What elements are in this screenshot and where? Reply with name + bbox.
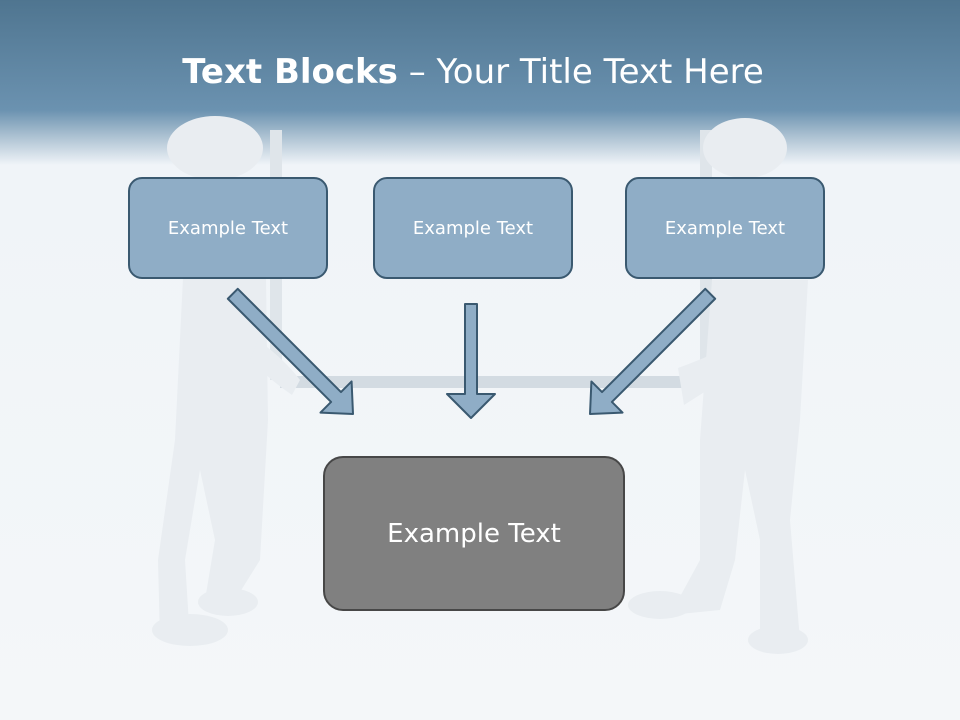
title-bold-part: Text Blocks: [182, 52, 398, 92]
target-text-block[interactable]: Example Text: [323, 456, 625, 611]
board-bottom-rail: [280, 376, 710, 388]
text-block-center-label: Example Text: [412, 217, 534, 239]
arrow-center-down: [446, 303, 496, 419]
text-block-right-label: Example Text: [664, 217, 786, 239]
text-block-left-label: Example Text: [167, 217, 289, 239]
text-block-left[interactable]: Example Text: [128, 177, 328, 279]
title-rest-part: Your Title Text Here: [436, 52, 764, 92]
left-figure: [152, 116, 300, 646]
text-block-right[interactable]: Example Text: [625, 177, 825, 279]
arrow-right-diagonal: [589, 287, 717, 415]
target-text-block-label: Example Text: [387, 518, 561, 549]
text-block-center[interactable]: Example Text: [373, 177, 573, 279]
right-figure: [628, 118, 808, 654]
arrow-left-diagonal: [226, 287, 354, 415]
title-separator: –: [397, 52, 437, 92]
slide-title: Text Blocks – Your Title Text Here: [0, 52, 946, 92]
